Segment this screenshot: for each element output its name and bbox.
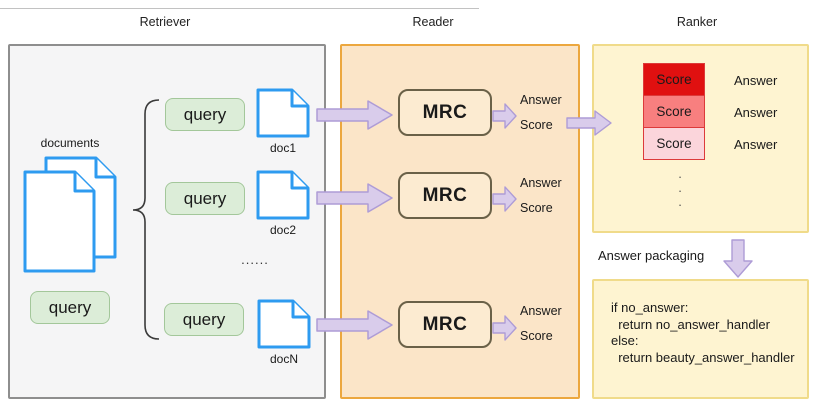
- documents-stack-icon: [23, 156, 117, 273]
- section-title-reader: Reader: [412, 15, 454, 29]
- arrow-doc2-to-mrc: [316, 183, 393, 213]
- code-line-4: return beauty_answer_handler: [611, 349, 795, 365]
- answer-packaging-panel: [592, 279, 809, 399]
- mrc1-answer-label: Answer: [520, 93, 562, 107]
- documents-label: documents: [40, 136, 100, 150]
- section-title-retriever: Retriever: [139, 15, 191, 29]
- mrc3-answer-label: Answer: [520, 304, 562, 318]
- mrc1-score-label: Score: [520, 118, 553, 132]
- arrow-doc1-to-mrc: [316, 100, 393, 130]
- code-line-1: if no_answer:: [611, 300, 689, 315]
- mrc-box-2: MRC: [398, 172, 492, 219]
- arrow-reader-to-ranker: [566, 110, 612, 136]
- mrc2-score-label: Score: [520, 201, 553, 215]
- ranker-answer-label-2: Answer: [734, 105, 778, 120]
- top-divider-line: [0, 8, 479, 9]
- document-icon-doc2: [256, 170, 310, 220]
- code-line-2: return no_answer_handler: [611, 316, 770, 332]
- arrow-mrc3-output: [492, 315, 517, 341]
- query-box-source: query: [30, 291, 110, 324]
- answer-packaging-code: if no_answer: return no_answer_handler e…: [611, 300, 806, 366]
- mrc2-answer-label: Answer: [520, 176, 562, 190]
- query-box-row2: query: [165, 182, 245, 215]
- answer-packaging-label: Answer packaging: [598, 248, 705, 263]
- query-box-row3: query: [164, 303, 244, 336]
- curly-brace: [132, 99, 160, 340]
- vertical-ellipsis-dot: .: [678, 166, 682, 181]
- mrc-box-3: MRC: [398, 301, 492, 348]
- mrc3-score-label: Score: [520, 329, 553, 343]
- arrow-ranker-to-packaging: [723, 239, 753, 278]
- score-cell-3: Score: [643, 127, 705, 160]
- docN-label: docN: [269, 352, 298, 366]
- ranker-answer-label-1: Answer: [734, 73, 778, 88]
- document-icon-docN: [257, 299, 311, 349]
- arrow-mrc2-output: [492, 186, 517, 212]
- code-line-3: else:: [611, 333, 639, 348]
- arrow-mrc1-output: [492, 103, 517, 129]
- mrc-box-1: MRC: [398, 89, 492, 136]
- doc1-label: doc1: [269, 141, 297, 155]
- document-icon-doc1: [256, 88, 310, 138]
- section-title-ranker: Ranker: [676, 15, 718, 29]
- score-cell-1: Score: [643, 63, 705, 96]
- vertical-ellipsis-dot: .: [678, 180, 682, 195]
- doc2-label: doc2: [269, 223, 297, 237]
- query-box-row1: query: [165, 98, 245, 131]
- score-cell-2: Score: [643, 95, 705, 128]
- vertical-ellipsis-dot: .: [678, 194, 682, 209]
- ranker-answer-label-3: Answer: [734, 137, 778, 152]
- rows-ellipsis: ......: [241, 252, 269, 267]
- arrow-docN-to-mrc: [316, 310, 393, 340]
